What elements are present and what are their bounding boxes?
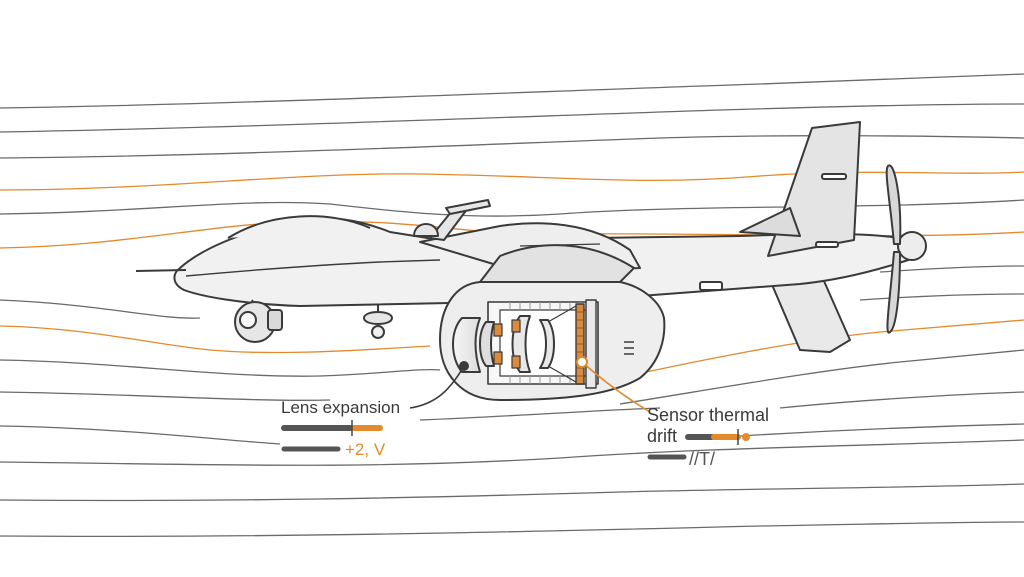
propeller-hub — [897, 231, 927, 261]
streamline — [0, 299, 201, 319]
streamline — [619, 349, 1024, 405]
streamline — [739, 423, 1024, 437]
sensor-drift-label-line1: Sensor thermal — [647, 405, 770, 425]
streamline — [0, 199, 1024, 217]
vent-lines — [624, 341, 634, 355]
lens-element — [539, 319, 555, 369]
lens-leader-line — [409, 365, 465, 409]
sensor-bar-end — [742, 433, 750, 441]
tail-tab — [821, 173, 847, 180]
lens-leader-dot — [459, 361, 469, 371]
streamline — [0, 483, 1024, 502]
lens-expansion-label: Lens expansion — [281, 398, 401, 417]
lens-element — [479, 321, 495, 367]
callout-leaders — [409, 356, 651, 413]
streamline — [419, 407, 661, 421]
lens-expansion-value: +2, V — [345, 440, 386, 459]
gps-dome — [413, 223, 439, 237]
nose-gear-hub — [239, 311, 257, 329]
streamline — [0, 425, 281, 445]
sensor-indicator — [647, 429, 750, 460]
main-gear — [363, 311, 393, 325]
copper-mount — [493, 351, 503, 365]
lens-indicator — [281, 420, 383, 452]
streamline — [779, 391, 1024, 409]
streamline — [0, 359, 441, 377]
streamline — [0, 103, 1024, 133]
streamline — [0, 391, 331, 401]
exhaust-port — [699, 281, 723, 291]
tail-hinge — [739, 207, 801, 237]
streamline — [0, 521, 1024, 538]
sensor-board — [585, 299, 597, 389]
streamline — [0, 325, 431, 354]
satcom-dome — [227, 215, 371, 239]
streamline — [859, 293, 1024, 301]
streamline — [0, 171, 1024, 191]
copper-mount — [511, 355, 521, 369]
streamline — [879, 265, 1024, 273]
sensor-block — [267, 309, 283, 331]
tail-tab — [815, 241, 839, 248]
propeller-blade — [885, 164, 902, 245]
sensor-drift-label-line2: drift — [647, 426, 678, 446]
copper-mount — [511, 319, 521, 333]
nose-pitot — [135, 269, 187, 272]
copper-mount — [493, 323, 503, 337]
propeller-blade — [886, 251, 901, 334]
streamline — [599, 319, 1024, 383]
camera-pod — [439, 244, 666, 401]
lens-window — [452, 317, 481, 373]
streamline — [0, 73, 1024, 109]
sensor-leader-dot — [576, 356, 588, 368]
vertical-tail — [767, 121, 861, 257]
sensor-leader-line — [581, 361, 651, 413]
streamline — [0, 135, 1024, 159]
optical-cone — [547, 305, 577, 383]
sensor-drift-value: //T/ — [689, 449, 715, 469]
streamline — [0, 439, 1024, 466]
nose-detail — [185, 259, 441, 277]
main-gear-foot — [371, 325, 385, 339]
antenna-top — [445, 199, 491, 215]
pod-fairing — [479, 244, 635, 283]
